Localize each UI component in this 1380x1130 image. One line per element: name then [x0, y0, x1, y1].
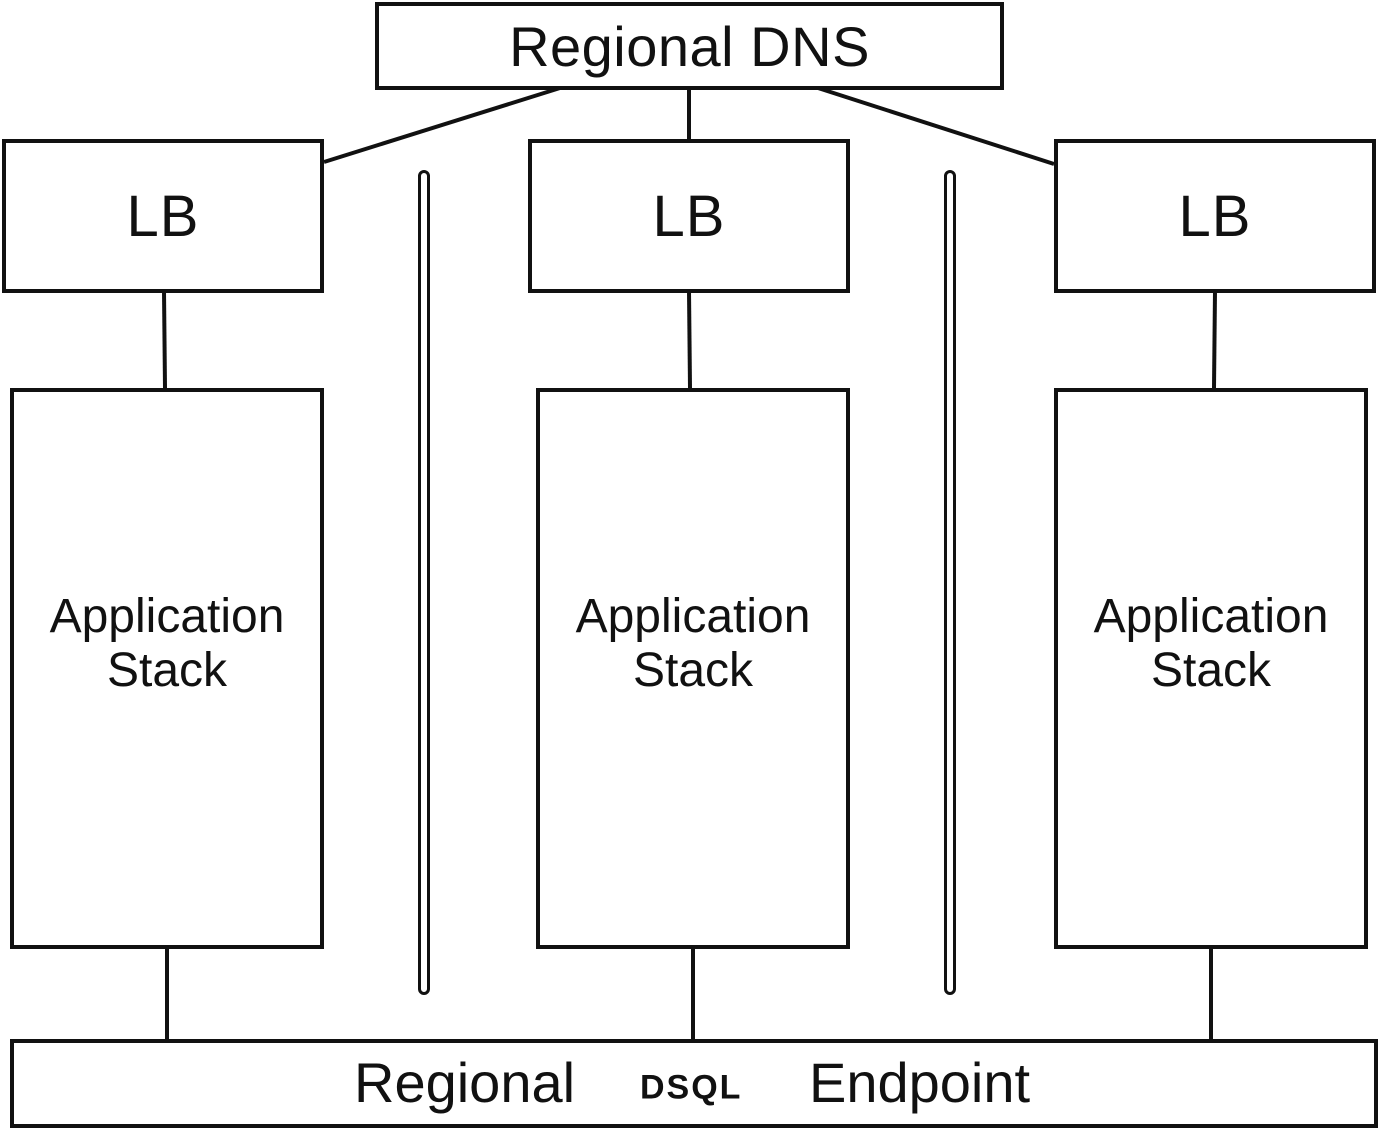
- application-stack-line2: Stack: [1150, 643, 1272, 697]
- connector-lb3-app3: [1212, 290, 1217, 389]
- load-balancer-box-1: LB: [2, 139, 324, 293]
- load-balancer-box-2: LB: [528, 139, 850, 293]
- connector-dns-lb1: [323, 86, 561, 164]
- load-balancer-box-3: LB: [1054, 139, 1376, 293]
- endpoint-word-regional: Regional: [354, 1050, 576, 1114]
- regional-dns-label: Regional DNS: [509, 14, 870, 78]
- application-stack-box-1: Application Stack: [10, 388, 324, 949]
- load-balancer-label: LB: [652, 183, 726, 249]
- zone-divider-1: [418, 170, 430, 995]
- load-balancer-label: LB: [1178, 183, 1252, 249]
- application-stack-label: Application Stack: [576, 590, 811, 698]
- load-balancer-label: LB: [126, 183, 200, 249]
- application-stack-line1: Application: [575, 589, 811, 643]
- zone-divider-2: [944, 170, 956, 995]
- application-stack-box-2: Application Stack: [536, 388, 850, 949]
- application-stack-line2: Stack: [632, 643, 754, 697]
- connector-lb2-app2: [687, 290, 692, 389]
- application-stack-line1: Application: [49, 589, 285, 643]
- endpoint-word-dsql: DSQL: [640, 1067, 743, 1106]
- connector-lb1-app1: [162, 290, 167, 389]
- application-stack-label: Application Stack: [1094, 590, 1329, 698]
- application-stack-line2: Stack: [106, 643, 228, 697]
- regional-dns-box: Regional DNS: [375, 2, 1004, 90]
- endpoint-word-endpoint: Endpoint: [809, 1050, 1031, 1114]
- application-stack-label: Application Stack: [50, 590, 285, 698]
- application-stack-line1: Application: [1093, 589, 1329, 643]
- connector-dns-lb3: [817, 86, 1055, 166]
- application-stack-box-3: Application Stack: [1054, 388, 1368, 949]
- regional-dsql-endpoint-box: Regional DSQL Endpoint: [10, 1039, 1378, 1128]
